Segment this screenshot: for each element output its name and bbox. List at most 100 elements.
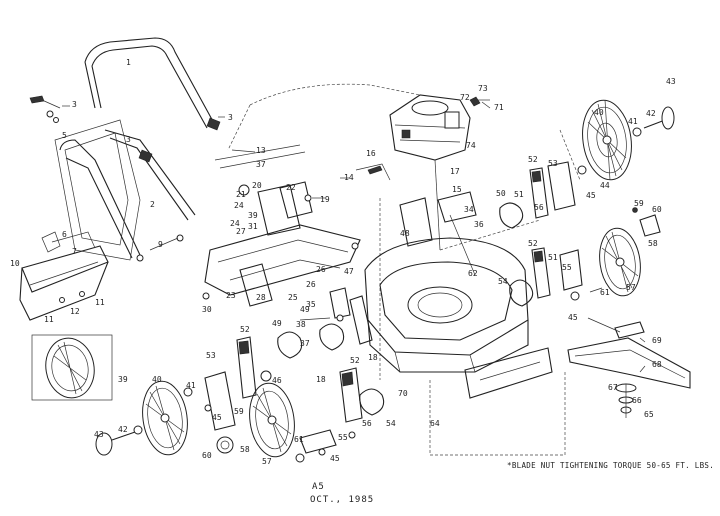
part-label: 45 (568, 313, 578, 322)
part-label: 16 (366, 149, 376, 158)
part-label: 21 (236, 190, 246, 199)
torque-note: *BLADE NUT TIGHTENING TORQUE 50-65 FT. L… (507, 461, 714, 470)
part-label: 11 (95, 298, 105, 307)
part-label: 35 (306, 300, 316, 309)
part-label: 19 (320, 195, 330, 204)
part-label: 54 (386, 419, 396, 428)
part-label: 74 (466, 141, 476, 150)
part-label: 56 (362, 419, 372, 428)
part-label: 3 (126, 135, 131, 144)
part-label: 40 (594, 108, 604, 117)
part-label: 55 (562, 263, 572, 272)
part-label: 59 (634, 199, 644, 208)
part-label: 24 (230, 219, 240, 228)
height-adjust-brackets (202, 144, 477, 345)
part-label: 14 (344, 173, 354, 182)
part-label: 72 (460, 93, 470, 102)
part-label: 62 (468, 269, 478, 278)
part-label: 49 (300, 305, 310, 314)
part-label: 49 (272, 319, 282, 328)
part-label: 53 (206, 351, 216, 360)
part-label: 60 (202, 451, 212, 460)
part-label: 51 (514, 190, 524, 199)
part-label: 1 (126, 58, 131, 67)
part-label: 46 (272, 376, 282, 385)
part-label: 45 (212, 413, 222, 422)
handle-assembly (29, 37, 221, 262)
part-label: 52 (528, 155, 538, 164)
part-label: 51 (548, 253, 558, 262)
part-label: 9 (158, 240, 163, 249)
part-label: 44 (600, 181, 610, 190)
part-label: 41 (628, 117, 638, 126)
part-label: 59 (234, 407, 244, 416)
leader-lines (62, 101, 646, 373)
right-side-brackets (499, 161, 576, 307)
part-label: 22 (286, 183, 296, 192)
part-label: 12 (70, 307, 80, 316)
part-label: 69 (652, 336, 662, 345)
part-label: 26 (316, 265, 326, 274)
part-label: 66 (632, 396, 642, 405)
part-label: 13 (256, 146, 266, 155)
engine (389, 94, 490, 251)
part-label: 37 (300, 339, 310, 348)
part-label: 17 (450, 167, 460, 176)
part-label: 41 (186, 381, 196, 390)
part-label: 11 (44, 315, 54, 324)
part-label: 10 (10, 259, 20, 268)
part-label: 61 (600, 288, 610, 297)
part-label: 7 (72, 247, 77, 256)
part-label: 68 (652, 360, 662, 369)
part-label: 38 (296, 320, 306, 329)
lower-left-wheels (31, 323, 385, 463)
part-label: 43 (94, 430, 104, 439)
part-label: 57 (262, 457, 272, 466)
part-label: 3 (228, 113, 233, 122)
part-label: 39 (248, 211, 258, 220)
part-label: 56 (534, 203, 544, 212)
part-label: 45 (586, 191, 596, 200)
part-label: 39 (118, 375, 128, 384)
part-label: 5 (62, 131, 67, 140)
part-label: 15 (452, 185, 462, 194)
mower-deck (364, 237, 566, 456)
part-label: 57 (626, 283, 636, 292)
part-label: 55 (338, 433, 348, 442)
footer-code: A5 (312, 482, 325, 492)
part-label: 47 (344, 267, 354, 276)
part-label: 2 (150, 200, 155, 209)
part-label: 71 (494, 103, 504, 112)
part-label: 64 (430, 419, 440, 428)
part-label: 6 (62, 230, 67, 239)
part-label: 52 (350, 356, 360, 365)
part-label: 3 (72, 100, 77, 109)
blade (567, 321, 691, 418)
part-label: 67 (608, 383, 618, 392)
part-label: 40 (152, 375, 162, 384)
part-label: 54 (498, 277, 508, 286)
part-label: 52 (240, 325, 250, 334)
part-label: 37 (256, 160, 266, 169)
part-label: 60 (652, 205, 662, 214)
part-label: 65 (644, 410, 654, 419)
part-label: 53 (548, 159, 558, 168)
part-number-labels: 1 2 3 3 3 5 6 7 9 10 11 12 11 13 14 15 1… (10, 58, 676, 466)
part-label: 20 (252, 181, 262, 190)
part-label: 43 (666, 77, 676, 86)
part-label: 50 (496, 189, 506, 198)
part-label: 52 (528, 239, 538, 248)
part-label: 42 (646, 109, 656, 118)
part-label: 18 (368, 353, 378, 362)
part-label: 58 (648, 239, 658, 248)
wheel-upper-right (577, 99, 675, 181)
part-label: 26 (306, 280, 316, 289)
part-label: 23 (226, 291, 236, 300)
part-label: 25 (288, 293, 298, 302)
part-label: 24 (234, 201, 244, 210)
footer-date: OCT., 1985 (310, 495, 374, 505)
chute-deflector (19, 231, 109, 321)
part-label: 30 (202, 305, 212, 314)
part-label: 18 (316, 375, 326, 384)
